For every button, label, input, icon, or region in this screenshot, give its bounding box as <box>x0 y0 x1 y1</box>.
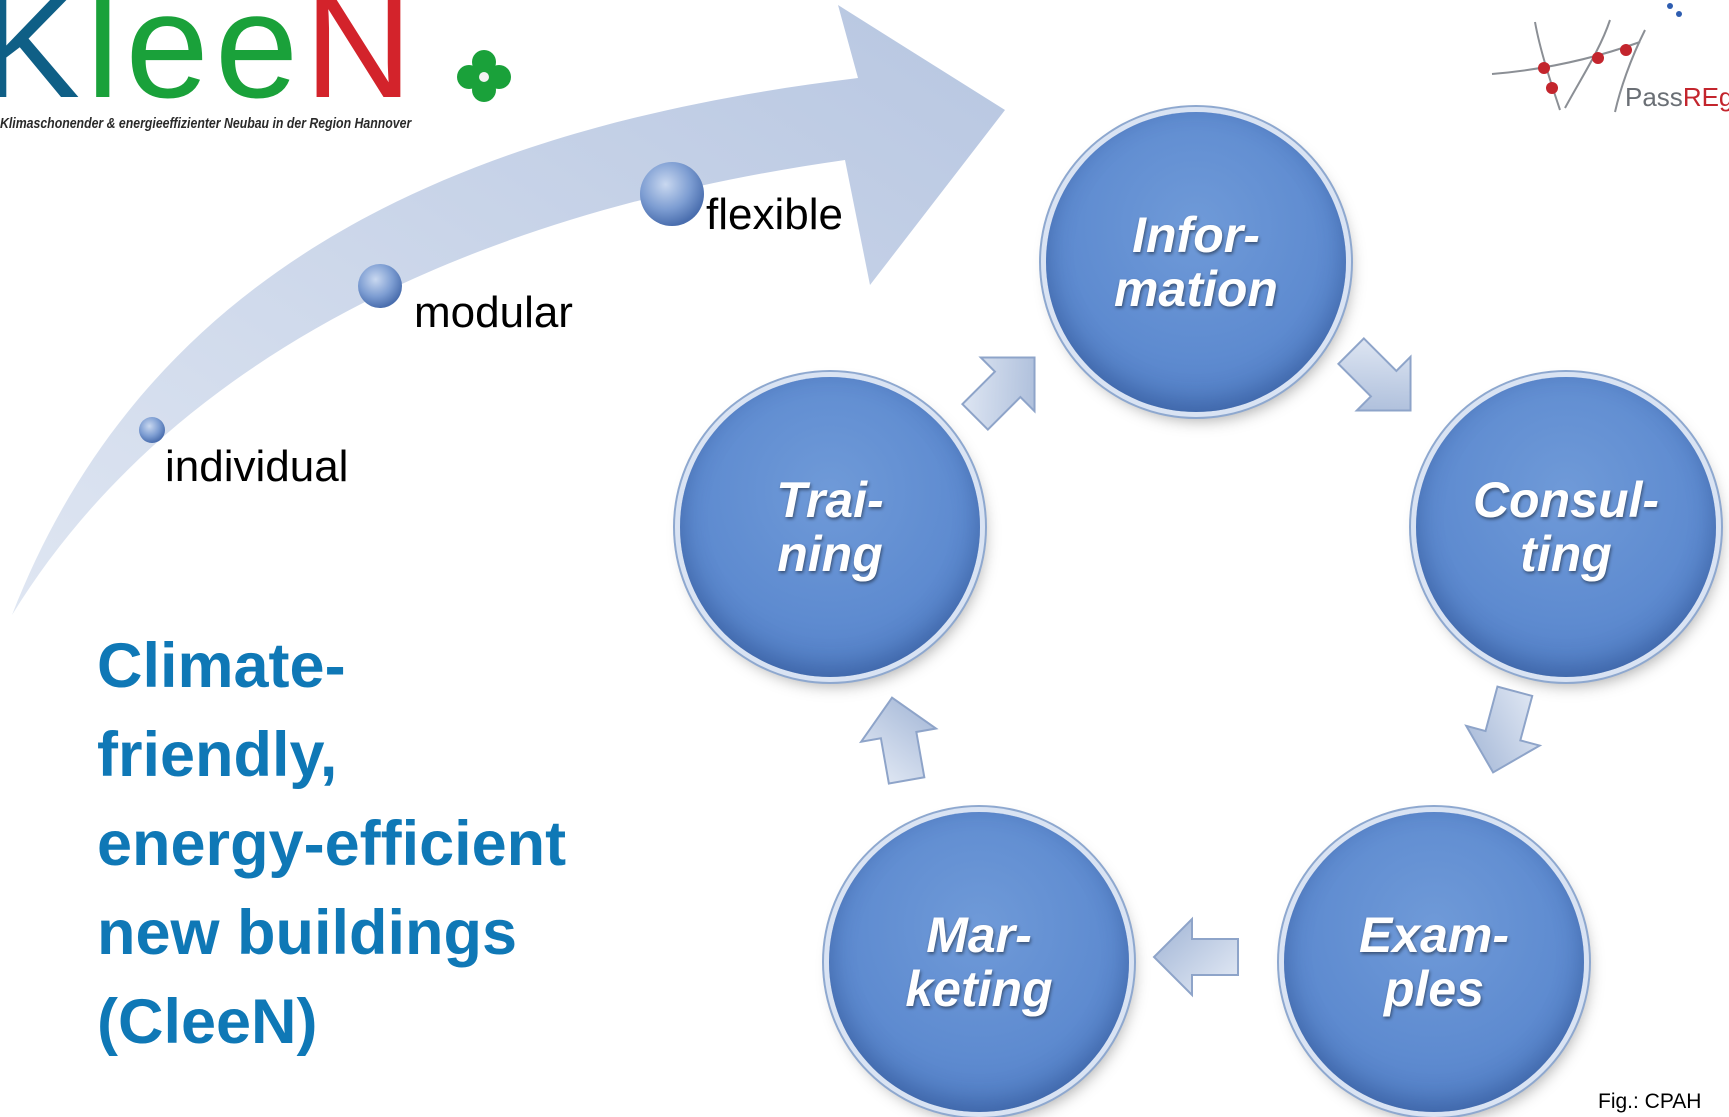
cycle-node-training: Trai- ning <box>680 377 980 677</box>
passreg-logo: PassREg <box>1480 0 1729 120</box>
arrow-information-to-consulting <box>1336 336 1412 412</box>
kleen-logo: KleeN Klimaschonender & energieeffizient… <box>0 0 520 140</box>
stage-dot-individual <box>139 417 165 443</box>
stage-dot-modular <box>358 264 402 308</box>
arrow-examples-to-marketing <box>1152 916 1239 998</box>
headline-line-3: energy-efficient <box>97 809 567 879</box>
passreg-wordmark: PassREg <box>1625 82 1729 113</box>
headline-line-2: friendly, <box>97 720 338 790</box>
headline-line-1: Climate- <box>97 631 346 701</box>
stage-label-individual: individual <box>165 442 349 491</box>
logo-letter-l: l <box>86 0 126 129</box>
passreg-text-a: Pass <box>1625 82 1683 112</box>
passreg-text-b: REg <box>1682 82 1729 112</box>
kleen-wordmark: KleeN <box>0 0 419 120</box>
logo-letter-n: N <box>304 0 419 129</box>
arrow-consulting-to-examples <box>1464 685 1543 774</box>
passreg-network-icon <box>1491 3 1682 113</box>
headline: Climate- friendly, energy-efficient new … <box>97 622 737 1067</box>
cycle-label-training: Trai- ning <box>776 472 884 582</box>
stage-dot-flexible <box>640 162 704 226</box>
stage-label-modular: modular <box>414 288 573 337</box>
headline-line-4: new buildings <box>97 898 517 968</box>
cycle-node-marketing: Mar- keting <box>829 812 1129 1112</box>
arrow-training-to-information <box>960 356 1036 432</box>
cycle-node-examples: Exam- ples <box>1284 812 1584 1112</box>
cycle-node-consulting: Consul- ting <box>1416 377 1716 677</box>
logo-letter-e1: e <box>125 0 215 129</box>
cycle-label-examples: Exam- ples <box>1358 907 1510 1017</box>
cycle-label-consulting: Consul- ting <box>1472 472 1660 582</box>
clover-icon <box>457 50 511 102</box>
logo-letter-k: K <box>0 0 87 129</box>
cycle-node-information: Infor- mation <box>1046 112 1346 412</box>
figure-caption: Fig.: CPAH <box>1598 1090 1702 1113</box>
cycle-label-information: Infor- mation <box>1114 207 1278 317</box>
stage-label-flexible: flexible <box>706 190 843 239</box>
headline-line-5: (CleeN) <box>97 987 318 1057</box>
logo-tagline: Klimaschonender & energieeffizienter Neu… <box>0 115 412 132</box>
arrow-marketing-to-training <box>858 696 939 785</box>
cycle-label-marketing: Mar- keting <box>905 907 1053 1017</box>
logo-letter-e2: e <box>214 0 305 129</box>
